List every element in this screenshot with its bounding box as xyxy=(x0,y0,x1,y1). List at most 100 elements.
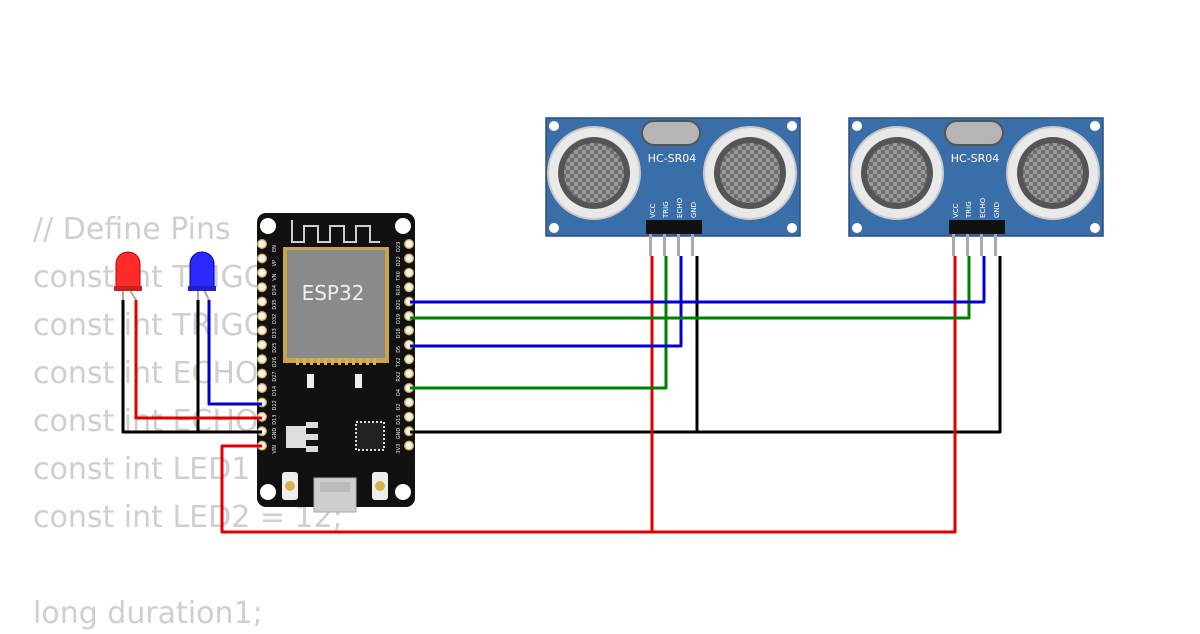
header-pin[interactable] xyxy=(257,383,267,393)
sensor-label: HC-SR04 xyxy=(648,152,697,165)
code-line: const int ECHO xyxy=(33,404,259,439)
board-label: ESP32 xyxy=(302,281,365,305)
transducer-right xyxy=(1006,126,1100,220)
header-pin[interactable] xyxy=(257,325,267,336)
wire-sensor2-trig[interactable] xyxy=(410,256,971,320)
pin-label-echo: ECHO xyxy=(676,197,684,218)
header-pin[interactable] xyxy=(404,411,414,422)
header-pin[interactable] xyxy=(404,239,414,249)
header-pin-label: D12 xyxy=(272,400,278,410)
pin-gnd[interactable] xyxy=(994,234,997,256)
header-pin-label: VN xyxy=(272,273,278,280)
header-pin[interactable] xyxy=(404,253,414,264)
header-pin-label: GND xyxy=(272,428,278,440)
header-pins-right: D23D22TX0RX0D21D19D18D5TX2RX2D4D2D15GND3… xyxy=(396,239,414,454)
mounting-hole xyxy=(852,121,862,131)
header-pin[interactable] xyxy=(257,253,267,264)
mounting-hole xyxy=(787,223,797,233)
wire-sensor1-echo[interactable] xyxy=(410,256,683,348)
mounting-hole xyxy=(260,484,276,500)
header-pin[interactable] xyxy=(257,267,267,278)
header-pin-label: D25 xyxy=(272,343,278,353)
header-pin[interactable] xyxy=(257,239,267,249)
pin-label-gnd: GND xyxy=(690,202,698,218)
code-line: const int LED1 xyxy=(33,452,251,487)
mounting-hole xyxy=(1090,223,1100,233)
mounting-hole xyxy=(852,223,862,233)
wire-led1-signal[interactable] xyxy=(134,300,262,420)
ultrasonic-sensor[interactable]: HC-SR04 VCC TRIG ECHO GND xyxy=(545,117,801,256)
ultrasonic-sensor[interactable]: HC-SR04 VCC TRIG ECHO GND xyxy=(848,117,1104,256)
header-pin-label: D4 xyxy=(396,389,402,396)
header-pin-label: D27 xyxy=(272,371,278,381)
header-pin[interactable] xyxy=(257,339,267,350)
header-pin[interactable] xyxy=(257,354,267,365)
mounting-hole xyxy=(395,484,411,500)
header-pin[interactable] xyxy=(404,440,414,451)
wire-sensor2-gnd[interactable] xyxy=(697,256,1002,434)
code-line: // Define Pins xyxy=(33,212,231,247)
header-pin-label: TX2 xyxy=(396,358,402,369)
pin-vcc[interactable] xyxy=(649,234,652,256)
header-pin[interactable] xyxy=(404,282,414,293)
pin-echo[interactable] xyxy=(677,234,680,256)
led-rim xyxy=(114,286,142,291)
pin-label-trig: TRIG xyxy=(965,201,973,219)
boot-button[interactable] xyxy=(282,472,298,500)
wire-sensor2-vcc[interactable] xyxy=(652,256,957,534)
pin-trig[interactable] xyxy=(966,234,969,256)
header-pin[interactable] xyxy=(257,282,267,293)
header-pin-label: D35 xyxy=(272,299,278,309)
header-pin[interactable] xyxy=(404,368,414,379)
pin-label-echo: ECHO xyxy=(979,197,987,218)
mounting-hole xyxy=(260,218,276,234)
header-pin-label: D15 xyxy=(396,415,402,425)
led-red[interactable] xyxy=(114,251,142,301)
pin-header xyxy=(646,220,702,234)
header-pin-label: D19 xyxy=(396,314,402,324)
header-pin[interactable] xyxy=(404,267,414,278)
header-pin-label: D21 xyxy=(396,299,402,309)
wire-sensor1-trig[interactable] xyxy=(410,256,668,390)
header-pin[interactable] xyxy=(257,311,267,321)
header-pin-label: 3V3 xyxy=(396,444,402,454)
header-pin[interactable] xyxy=(257,296,267,307)
wire-sensor1-vcc[interactable] xyxy=(220,256,654,534)
crystal-oscillator xyxy=(944,120,1004,146)
header-pin-label: D18 xyxy=(396,328,402,338)
header-pin-label: VP xyxy=(272,260,278,266)
wire-sensor1-gnd[interactable] xyxy=(410,256,699,434)
code-line: const int ECHO xyxy=(33,356,259,391)
wire-led1-gnd[interactable] xyxy=(121,300,262,434)
code-line: long duration1; xyxy=(33,596,263,631)
led-rim xyxy=(188,286,216,291)
header-pin-label: D14 xyxy=(272,386,278,396)
header-pin-label: VIN xyxy=(272,445,278,454)
code-line: const int TRIGG xyxy=(33,308,267,343)
pin-vcc[interactable] xyxy=(952,234,955,256)
pin-label-vcc: VCC xyxy=(952,203,960,218)
en-button[interactable] xyxy=(372,472,388,500)
pin-echo[interactable] xyxy=(980,234,983,256)
wire-sensor2-echo[interactable] xyxy=(410,256,986,304)
usb-serial-chip xyxy=(355,421,385,451)
smd-component xyxy=(307,374,314,388)
wire-led2-signal[interactable] xyxy=(207,300,262,406)
pin-label-gnd: GND xyxy=(993,202,1001,218)
header-pin[interactable] xyxy=(257,368,267,379)
header-pin[interactable] xyxy=(404,354,414,365)
pin-trig[interactable] xyxy=(663,234,666,256)
transducer-right xyxy=(703,126,797,220)
mounting-hole xyxy=(549,121,559,131)
module-castellations xyxy=(296,359,376,365)
led-blue[interactable] xyxy=(188,251,216,301)
header-pin[interactable] xyxy=(404,397,414,408)
pin-gnd[interactable] xyxy=(691,234,694,256)
mounting-hole xyxy=(1090,121,1100,131)
header-pin-label: RX2 xyxy=(396,372,402,382)
header-pin[interactable] xyxy=(404,325,414,336)
header-pin-label: D26 xyxy=(272,357,278,367)
smd-component xyxy=(355,374,362,388)
